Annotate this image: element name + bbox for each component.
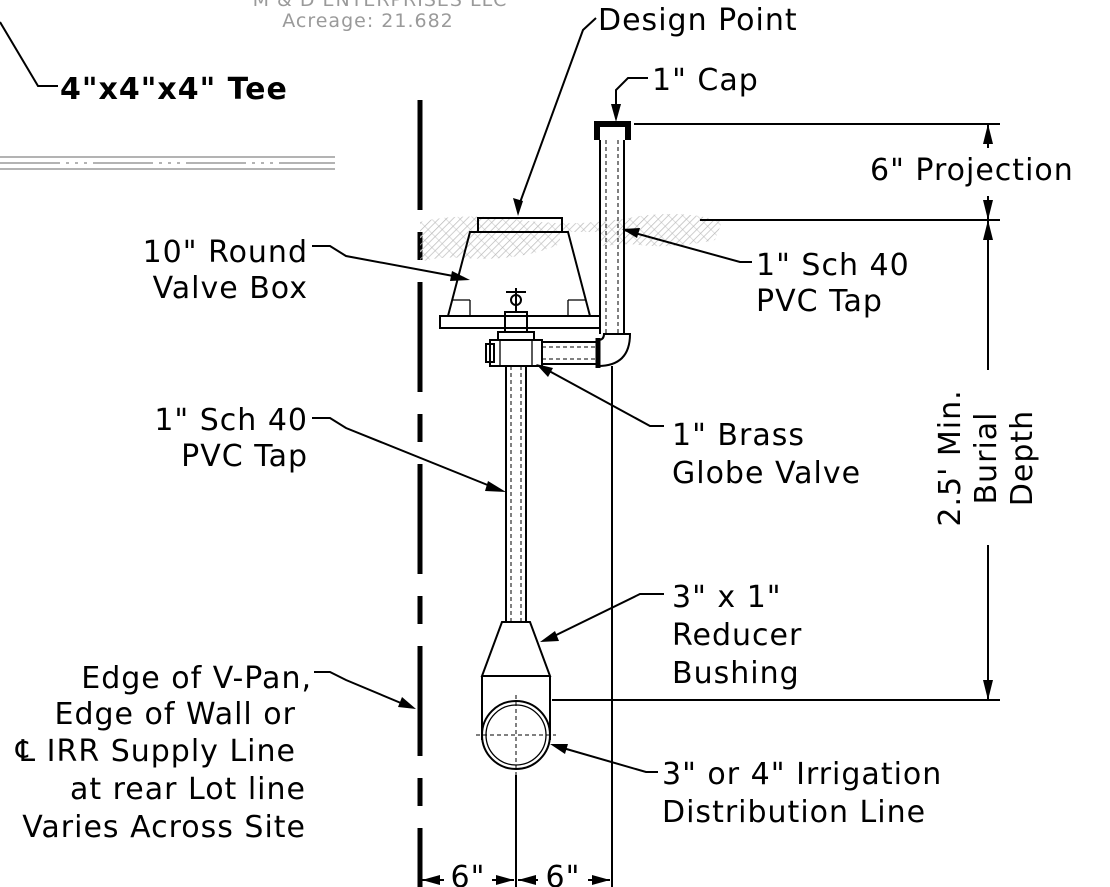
offset-left-label: 6" [451, 860, 486, 887]
distribution-arrow [550, 744, 568, 754]
depth-dimension [552, 123, 1000, 701]
background-pipe-lines [0, 156, 335, 170]
valve-box-label-1: 10" Round [143, 235, 308, 270]
edge-label-3: ℄ IRR Supply Line [15, 734, 296, 769]
tap-left-label-1: 1" Sch 40 [154, 403, 308, 438]
acreage-label: Acreage: 21.682 [282, 10, 454, 32]
cap-label: 1" Cap [652, 63, 759, 98]
burial-depth-label-2: Burial [969, 412, 1004, 505]
distribution-label-2: Distribution Line [662, 795, 926, 830]
vertical-tap-pipe [505, 366, 527, 622]
valve-box-label-2: Valve Box [153, 271, 308, 306]
edge-label-1: Edge of V-Pan, [81, 661, 312, 696]
burial-depth-label-1: 2.5' Min. [933, 389, 968, 526]
ground-hatch [420, 214, 722, 262]
reducer-label-2: Reducer [672, 618, 802, 653]
horizontal-tap-pipe [542, 341, 598, 365]
globe-valve-label-2: Globe Valve [672, 456, 861, 491]
tee-leader [0, 21, 58, 87]
cap-fitting [594, 121, 631, 140]
projection-label: 6" Projection [870, 153, 1074, 188]
offset-right-label: 6" [546, 860, 581, 887]
owner-line: M & D ENTERPRISES LLC [253, 0, 508, 11]
tap-left-leader [312, 417, 501, 491]
reducer-label-3: Bushing [672, 656, 800, 691]
tap-right-label-2: PVC Tap [756, 284, 883, 319]
reducer-leader [545, 593, 664, 641]
tap-right-arrow [622, 228, 640, 238]
valve-box-arrow [450, 271, 470, 281]
reducer-label-1: 3" x 1" [672, 580, 782, 615]
distribution-pipe-section [476, 695, 556, 775]
edge-leader [314, 671, 409, 707]
edge-label-5: Varies Across Site [22, 810, 306, 845]
distribution-leader [555, 745, 658, 773]
valve-box-leader [312, 245, 465, 279]
burial-depth-label: 2.5' Min. Burial Depth [933, 389, 1040, 526]
globe-valve-label-1: 1" Brass [672, 418, 805, 453]
design-point-arrow [513, 198, 523, 216]
burial-depth-label-3: Depth [1005, 410, 1040, 506]
design-point-leader [517, 17, 597, 209]
riser-pipe [599, 140, 625, 334]
tap-left-arrow [485, 481, 506, 492]
reducer-arrow [540, 631, 559, 642]
design-point-label: Design Point [598, 3, 798, 38]
tee-label: 4"x4"x4" Tee [60, 72, 288, 107]
distribution-label-1: 3" or 4" Irrigation [662, 757, 942, 792]
cap-leader [615, 77, 648, 118]
edge-label-2: Edge of Wall or [54, 697, 296, 732]
tap-left-label-2: PVC Tap [181, 439, 308, 474]
globe-valve-leader [539, 365, 664, 427]
tap-right-leader [623, 229, 752, 263]
edge-label-4: at rear Lot line [70, 772, 306, 807]
elbow-fitting [595, 333, 632, 368]
tap-right-label-1: 1" Sch 40 [756, 248, 910, 283]
edge-arrow [398, 697, 416, 709]
reducer-bushing [480, 621, 552, 740]
cap-arrow [611, 104, 621, 122]
offset-dimension [422, 366, 613, 887]
globe-valve [485, 288, 543, 367]
globe-valve-arrow [536, 364, 553, 377]
